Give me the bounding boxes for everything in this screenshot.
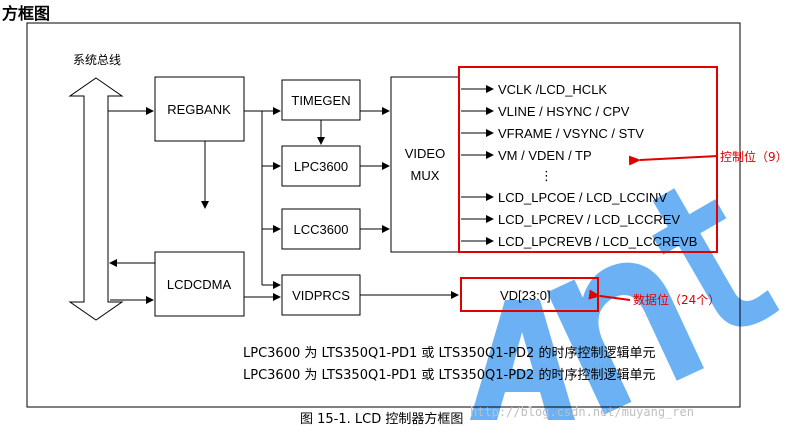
data-annotation: 数据位（24个） [633,292,720,307]
url-watermark: http://blog.csdn.net/muyang_ren [470,405,694,419]
vidprcs-label: VIDPRCS [292,288,350,303]
timegen-label: TIMEGEN [291,93,350,108]
timegen-block [281,79,361,121]
regbank-block [154,76,245,142]
bus-label: 系统总线 [73,53,121,67]
signal-list: VCLK /LCD_HCLK VLINE / HSYNC / CPV VFRAM… [461,82,697,249]
figure-caption: 图 15-1. LCD 控制器方框图 [300,411,463,427]
signal-label: LCD_LPCOE / LCD_LCCINV [498,190,667,205]
signal-label: VM / VDEN / TP [498,148,592,163]
lpc3600-label: LPC3600 [294,159,348,174]
video-mux-label-2: MUX [411,168,440,183]
system-bus-arrow [68,77,124,321]
video-mux-label-1: VIDEO [405,146,445,161]
lcdcdma-block [154,251,245,317]
control-signals-highlight [458,66,718,253]
signal-label: VCLK /LCD_HCLK [498,82,607,97]
data-signal-label: VD[23:0] [500,288,551,303]
video-mux-block [390,76,460,253]
diagram-frame [26,22,741,408]
regbank-label: REGBANK [167,102,231,117]
signal-label: LCD_LPCREV / LCD_LCCREV [498,212,680,227]
lcdcdma-label: LCDCDMA [167,277,232,292]
control-annotation-arrow [628,155,719,166]
control-annotation: 控制位（9） [720,149,788,164]
page-title: 方框图 [2,4,51,23]
lcc3600-label: LCC3600 [294,222,349,237]
data-annotation-arrow [588,289,631,301]
note-line: LPC3600 为 LTS350Q1-PD1 或 LTS350Q1-PD2 的时… [243,345,655,361]
signal-ellipsis: ⋮ [540,168,553,183]
note-line: LPC3600 为 LTS350Q1-PD1 或 LTS350Q1-PD2 的时… [243,367,655,383]
watermark-logo [470,188,780,420]
signal-label: VLINE / HSYNC / CPV [498,104,630,119]
vidprcs-block [281,274,361,316]
signal-label: VFRAME / VSYNC / STV [498,126,644,141]
signal-label: LCD_LPCREVB / LCD_LCCREVB [498,234,697,249]
lcc3600-block [281,208,361,250]
lpc3600-block [281,145,361,187]
